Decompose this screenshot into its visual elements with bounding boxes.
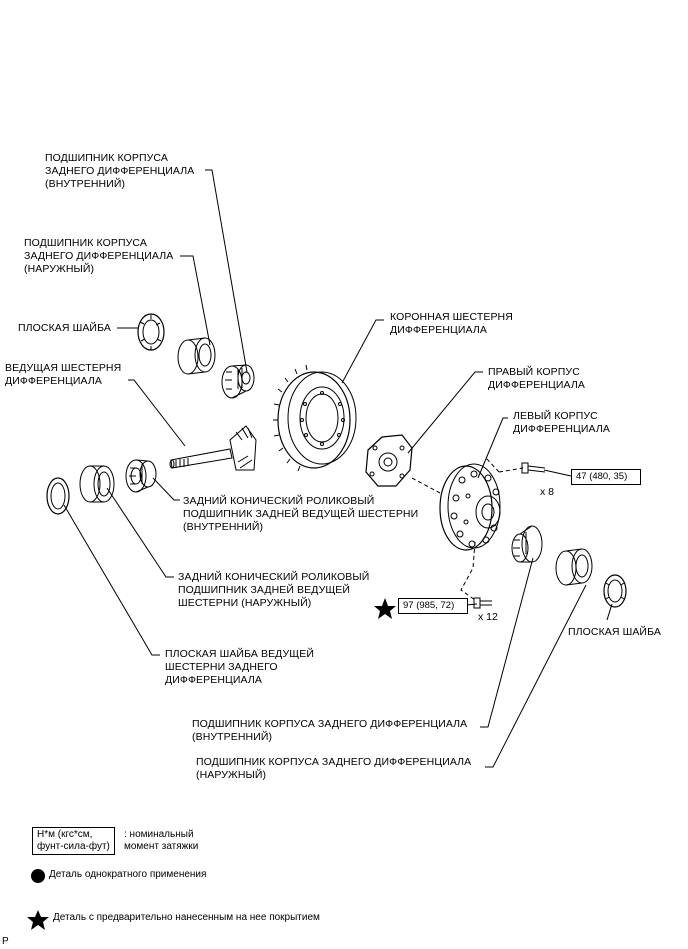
outer-bearing-bottom-part [555,548,593,586]
leader-outer-bearing-top [180,255,211,346]
legend-star-icon [27,910,49,930]
star-icon [374,598,396,619]
label-outer-bearing-bottom: ПОДШИПНИК КОРПУСА ЗАДНЕГО ДИФФЕРЕНЦИАЛА … [196,756,472,781]
dashed-bolt-b [460,541,476,601]
label-right-case: ПРАВЫЙ КОРПУС ДИФФЕРЕНЦИАЛА [488,366,585,391]
ring-gear-part [273,364,357,472]
leader-rear-taper-outer [106,487,174,578]
label-inner-bearing-top: ПОДШИПНИК КОРПУСА ЗАДНЕГО ДИФФЕРЕНЦИАЛА … [45,152,195,190]
pinion-washer-part [46,477,70,515]
qty-bolt-a: x 8 [540,486,555,498]
label-left-case: ЛЕВЫЙ КОРПУС ДИФФЕРЕНЦИАЛА [513,410,610,435]
label-rear-taper-outer: ЗАДНИЙ КОНИЧЕСКИЙ РОЛИКОВЫЙ ПОДШИПНИК ЗА… [178,571,370,609]
torque-bolt-a: 47 (480, 35) [571,469,641,485]
label-flat-washer-left: ПЛОСКАЯ ШАЙБА [18,322,111,334]
label-drive-pinion: ВЕДУЩАЯ ШЕСТЕРНЯ ДИФФЕРЕНЦИАЛА [5,362,122,387]
circle-icon [31,869,45,883]
outer-bearing-top-part [177,337,216,375]
inner-bearing-bottom-part [511,525,543,563]
right-case-part [365,434,413,487]
leader-left-case [477,417,508,479]
corner-mark: P [2,936,9,947]
leader-rear-taper-inner [152,477,180,501]
label-inner-bearing-bottom: ПОДШИПНИК КОРПУСА ЗАДНЕГО ДИФФЕРЕНЦИАЛА … [192,718,468,743]
leader-pinion-washer [63,504,160,656]
left-case-part [439,463,501,551]
legend-circle-desc: Деталь однократного применения [49,869,207,880]
bolt-a-part [521,462,546,474]
dashed-bolt-a [498,467,524,473]
legend-star-desc: Деталь с предварительно нанесенным на не… [53,912,320,923]
leader-drive-pinion [128,379,186,447]
rear-taper-inner-part [125,459,157,493]
legend-unit-box: Н*м (кгс*см, фунт-сила-фут) [32,827,115,855]
label-pinion-washer: ПЛОСКАЯ ШАЙБА ВЕДУЩЕЙ ШЕСТЕРНИ ЗАДНЕГО Д… [165,648,314,686]
rear-taper-outer-part [79,465,115,503]
inner-bearing-top-part [221,364,255,399]
label-ring-gear: КОРОННАЯ ШЕСТЕРНЯ ДИФФЕРЕНЦИАЛА [390,311,513,336]
leader-inner-bearing-top [205,169,248,373]
torque-bolt-b: 97 (985, 72) [398,598,468,614]
leader-right-case [407,371,483,454]
qty-bolt-b: x 12 [478,611,498,623]
leader-inner-bearing-bottom [480,557,534,728]
dashed-case [411,477,441,494]
label-rear-taper-inner: ЗАДНИЙ КОНИЧЕСКИЙ РОЛИКОВЫЙ ПОДШИПНИК ЗА… [183,495,419,533]
flat-washer-left-part [137,313,165,351]
label-flat-washer-right: ПЛОСКАЯ ШАЙБА [568,626,661,638]
leader-outer-bearing-bottom [485,584,587,768]
label-outer-bearing-top: ПОДШИПНИК КОРПУСА ЗАДНЕГО ДИФФЕРЕНЦИАЛА … [24,237,174,275]
dashed-bolt-a-2 [485,457,500,473]
legend-unit-desc: : номинальный момент затяжки [124,829,199,852]
bolt-b-part [473,597,492,609]
flat-washer-right-part [603,574,627,608]
drive-pinion-part [169,425,257,471]
leader-ring-gear [341,319,384,384]
